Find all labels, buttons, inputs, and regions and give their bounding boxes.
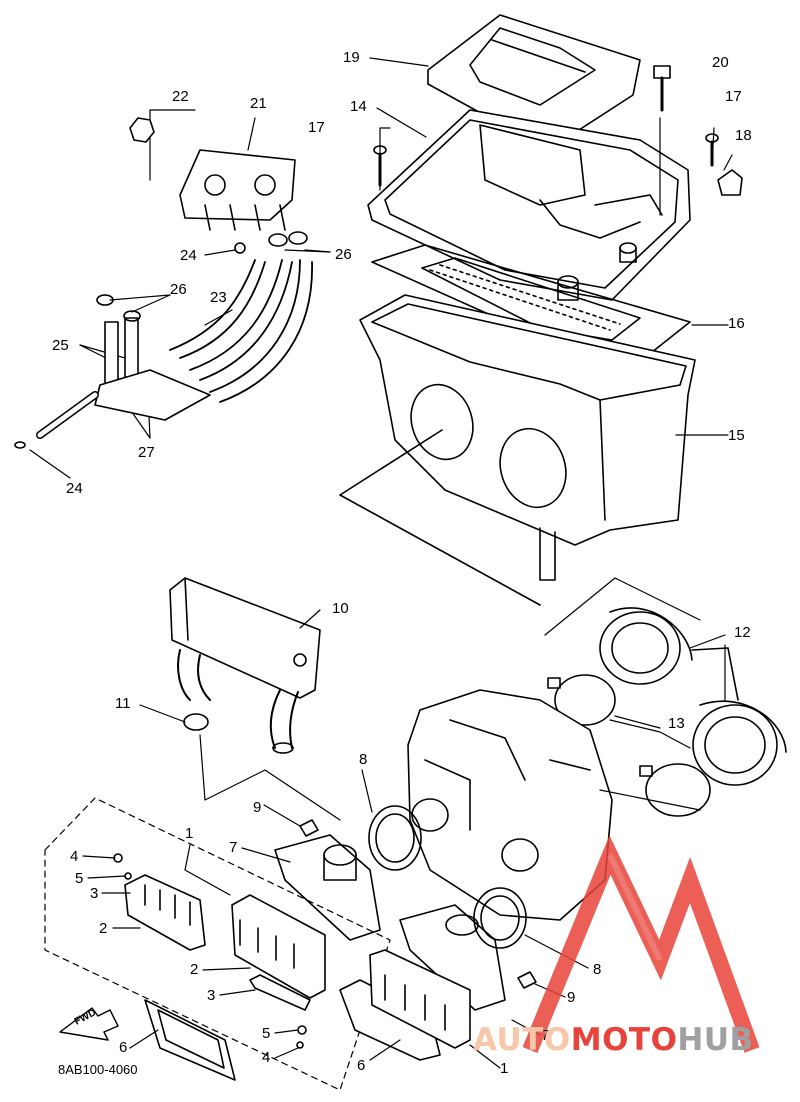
manifold-left [274,805,422,941]
callout-1-top: 1 [185,825,194,842]
callout-3-mid: 3 [207,987,216,1004]
callout-8-left: 8 [359,751,368,768]
clamps-26 [96,231,308,322]
callout-21: 21 [250,95,267,112]
callout-8-right: 8 [593,961,602,978]
engine-block [407,689,701,921]
drain-hose-24 [14,391,99,449]
watermark-text: AUTOMOTOHUB [473,1022,754,1058]
callout-3-left: 3 [90,885,99,902]
airbox-cover-19 [427,14,641,151]
callout-16: 16 [728,315,745,332]
callout-11: 11 [115,695,131,712]
callout-24-top: 24 [180,247,197,264]
callout-14: 14 [350,98,367,115]
air-duct-10 [169,577,321,754]
clip-18 [717,169,743,196]
watermark-auto: AUTO [473,1022,571,1058]
callout-19: 19 [343,49,360,66]
hose-joint-25 [94,317,211,421]
callout-20: 20 [712,54,729,71]
callout-2-left: 2 [99,920,108,937]
watermark-moto: MOTO [570,1022,678,1058]
clamps-13 [547,674,711,817]
callout-17-left: 17 [308,119,325,136]
callout-1-bottom: 1 [500,1060,509,1077]
bolt-17-left [373,145,387,187]
callout-7-right: 7 [541,1027,550,1044]
callout-13: 13 [668,715,685,732]
callout-25: 25 [52,337,69,354]
fwd-arrow-icon [59,1007,119,1041]
nut-22 [129,117,155,143]
airbox-lower-15 [339,294,696,606]
callout-4-left: 4 [70,848,79,865]
callout-4-bottom: 4 [262,1049,271,1066]
callout-27: 27 [138,444,155,461]
bolt-9 [299,819,537,989]
callout-9-right: 9 [567,989,576,1006]
callout-18: 18 [735,127,752,144]
callout-26-left: 26 [170,281,187,298]
clamp-11 [139,704,209,731]
callout-22: 22 [172,88,189,105]
callout-26-top: 26 [335,246,352,263]
leader-lines-lower [82,609,726,1069]
manifold-right [399,887,527,1011]
watermark-logo [522,835,760,1054]
bolt-20 [653,65,671,112]
callout-24-bottom: 24 [66,480,83,497]
breather-block-21 [179,149,296,231]
airbox-upper-14 [367,109,691,301]
callout-6-left: 6 [119,1039,128,1056]
watermark-hub: HUB [677,1022,754,1058]
callout-6-bottom: 6 [357,1057,366,1074]
bolt-17-right [705,133,719,167]
callout-10: 10 [332,600,349,617]
drawing-code: 8AB100-4060 [58,1062,138,1077]
callout-15: 15 [728,427,745,444]
callout-5-bottom: 5 [262,1025,271,1042]
intake-boots-12 [599,607,787,786]
callout-2-mid: 2 [190,961,199,978]
callout-5-left: 5 [75,870,84,887]
callout-9-left: 9 [253,799,262,816]
callout-12: 12 [734,624,751,641]
callout-17-right: 17 [725,88,742,105]
breather-hoses-23 [169,259,313,403]
callout-23: 23 [210,289,227,306]
reed-valve-assembly [44,797,471,1091]
callout-7-left: 7 [229,839,238,856]
